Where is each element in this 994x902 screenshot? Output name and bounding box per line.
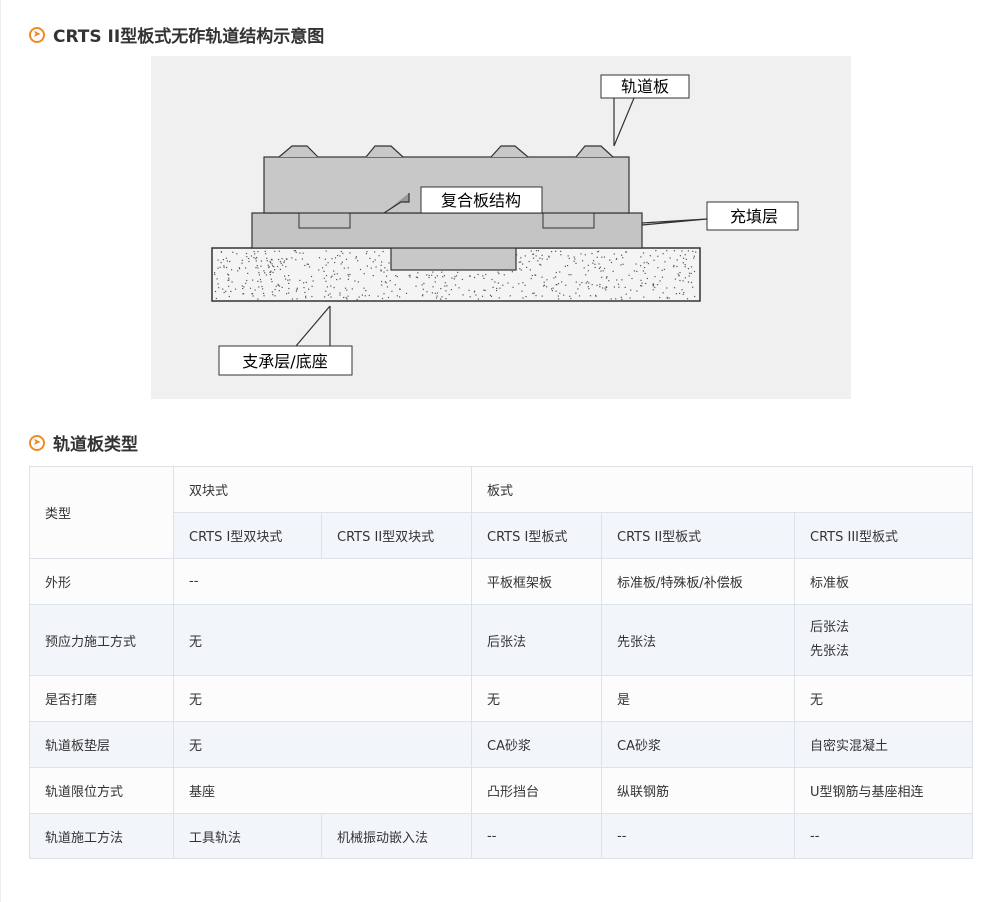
- rail-bearings: [278, 145, 614, 158]
- row-label: 轨道板垫层: [29, 721, 174, 768]
- table-cell: 凸形挡台: [471, 767, 603, 814]
- table-row: 预应力施工方式 无 后张法 先张法 后张法先张法: [29, 604, 974, 676]
- row-label: 轨道施工方法: [29, 813, 174, 859]
- row-label: 外形: [29, 558, 174, 605]
- subtype-cell: CRTS I型双块式: [173, 512, 322, 559]
- table-cell: 标准板/特殊板/补偿板: [601, 558, 796, 605]
- subtype-cell: CRTS II型双块式: [320, 512, 473, 559]
- track-structure-diagram: 轨道板 复合板结构 充填层 支承层/底座: [151, 56, 851, 399]
- table-cell: 是: [601, 675, 796, 722]
- svg-text:充填层: 充填层: [730, 207, 778, 226]
- table-cell: CA砂浆: [471, 721, 603, 768]
- table-cell: --: [471, 813, 603, 859]
- svg-text:轨道板: 轨道板: [621, 77, 669, 96]
- subtype-cell: CRTS III型板式: [794, 512, 974, 559]
- label-filling: 充填层: [706, 201, 799, 231]
- table-cell: 后张法: [471, 604, 603, 676]
- section-heading-types: ➤ 轨道板类型: [29, 430, 138, 455]
- section-heading-diagram: ➤ CRTS II型板式无砟轨道结构示意图: [29, 22, 324, 47]
- table-row: 轨道板垫层 无 CA砂浆 CA砂浆 自密实混凝土: [29, 721, 974, 768]
- table-cell: --: [794, 813, 974, 859]
- table-cell: 无: [172, 721, 473, 768]
- table-cell: 平板框架板: [471, 558, 603, 605]
- header-group-double-block: 双块式: [172, 466, 473, 513]
- section-title: 轨道板类型: [53, 435, 138, 455]
- inset-block: [390, 247, 517, 271]
- track-slab-types-table: 类型 双块式 板式 CRTS I型双块式 CRTS II型双块式 CRTS I型…: [29, 466, 974, 859]
- svg-text:支承层/底座: 支承层/底座: [242, 352, 327, 371]
- table-cell: 无: [172, 675, 473, 722]
- cell-line: 先张法: [810, 644, 850, 659]
- svg-text:复合板结构: 复合板结构: [441, 191, 521, 210]
- section-title: CRTS II型板式无砟轨道结构示意图: [53, 27, 325, 47]
- table-cell: 标准板: [794, 558, 974, 605]
- table-row: 轨道施工方法 工具轨法 机械振动嵌入法 -- -- --: [29, 813, 974, 859]
- table-header-row: 类型 双块式 板式: [29, 466, 974, 559]
- table-row: 外形 -- 平板框架板 标准板/特殊板/补偿板 标准板: [29, 558, 974, 605]
- row-label: 是否打磨: [29, 675, 174, 722]
- leader-lines: [295, 97, 708, 347]
- notch: [298, 212, 351, 229]
- cell-line: 后张法: [810, 620, 850, 635]
- table-cell: 机械振动嵌入法: [320, 813, 473, 859]
- row-label: 预应力施工方式: [29, 604, 174, 676]
- notch: [542, 212, 595, 229]
- table-cell: 无: [794, 675, 974, 722]
- table-cell: 自密实混凝土: [794, 721, 974, 768]
- table-row: 是否打磨 无 无 是 无: [29, 675, 974, 722]
- table-cell: 后张法先张法: [794, 604, 974, 676]
- label-track-slab: 轨道板: [600, 74, 690, 99]
- table-cell: --: [172, 558, 473, 605]
- subtype-cell: CRTS I型板式: [471, 512, 603, 559]
- table-cell: 工具轨法: [173, 813, 322, 859]
- subtype-cell: CRTS II型板式: [601, 512, 796, 559]
- row-label: 轨道限位方式: [29, 767, 174, 814]
- table-cell: 无: [172, 604, 473, 676]
- table-cell: 基座: [172, 767, 473, 814]
- label-support: 支承层/底座: [218, 345, 353, 376]
- table-cell: U型钢筋与基座相连: [794, 767, 974, 814]
- table-row: 轨道限位方式 基座 凸形挡台 纵联钢筋 U型钢筋与基座相连: [29, 767, 974, 814]
- table-cell: --: [601, 813, 796, 859]
- table-cell: 先张法: [601, 604, 796, 676]
- label-composite: 复合板结构: [420, 186, 543, 214]
- chevron-circle-icon: ➤: [29, 434, 45, 451]
- header-group-slab: 板式: [471, 466, 974, 513]
- chevron-circle-icon: ➤: [29, 26, 45, 43]
- table-subheader-row: CRTS I型双块式 CRTS II型双块式 CRTS I型板式 CRTS II…: [30, 512, 974, 559]
- table-cell: 纵联钢筋: [601, 767, 796, 814]
- table-cell: CA砂浆: [601, 721, 796, 768]
- header-type: 类型: [29, 466, 174, 559]
- table-cell: 无: [471, 675, 603, 722]
